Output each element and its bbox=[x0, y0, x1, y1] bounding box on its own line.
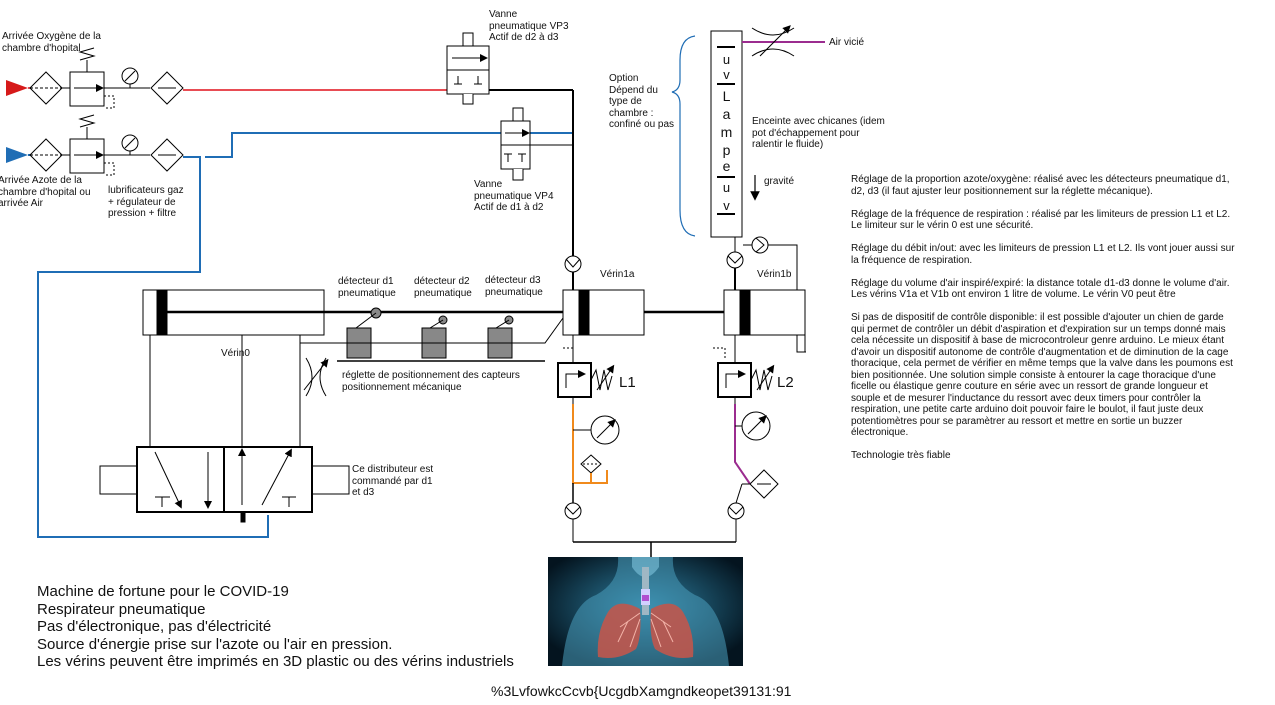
lamp-letter: m bbox=[720, 124, 733, 140]
valve-vp3-label: Vanne pneumatique VP3 Actif de d2 à d3 bbox=[489, 9, 569, 43]
lungs-icon bbox=[548, 557, 743, 666]
valve-vp3 bbox=[446, 32, 573, 105]
note-paragraph: Réglage du débit in/out: avec les limite… bbox=[851, 243, 1235, 266]
cylinder-verin1b bbox=[723, 289, 806, 336]
air-vicie-label: Air vicié bbox=[829, 37, 865, 48]
lamp-letter: u bbox=[722, 180, 731, 195]
note-paragraph: Réglage de la fréquence de respiration :… bbox=[851, 208, 1231, 232]
nitrogen-inlet-arrow-icon bbox=[6, 147, 28, 163]
note-paragraph: Réglage du volume d'air inspiré/expiré: … bbox=[851, 277, 1230, 301]
lamp-letter: v bbox=[723, 67, 730, 82]
oxygen-inlet-arrow-icon bbox=[6, 80, 28, 96]
summary-text: Machine de fortune pour le COVID-19 Resp… bbox=[37, 583, 514, 670]
check-valve-l2 bbox=[727, 502, 745, 542]
pressure-limiter-l1 bbox=[557, 335, 615, 404]
gravity-label: gravité bbox=[764, 176, 795, 187]
lungs-illustration bbox=[548, 557, 743, 666]
verin1a-label: Vérin1a bbox=[600, 269, 635, 280]
distributor-label: Ce distributeur est commandé par d1 et d… bbox=[352, 464, 434, 498]
l2-label: L2 bbox=[777, 374, 794, 391]
pressure-limiter-l2 bbox=[713, 335, 775, 404]
check-valve-l1 bbox=[564, 483, 582, 542]
lamp-letter: L bbox=[722, 88, 731, 104]
gauge-l1 bbox=[573, 415, 620, 445]
verin0-safety-limiter bbox=[299, 335, 329, 447]
detector-d3-label: détecteur d3 pneumatique bbox=[485, 275, 543, 298]
exhaust-check-valves bbox=[726, 236, 806, 353]
main-distributor bbox=[99, 446, 350, 523]
drain-l1 bbox=[580, 454, 602, 483]
gauge-l2 bbox=[735, 411, 771, 441]
verin0-label: Vérin0 bbox=[221, 348, 250, 359]
filter-l2 bbox=[735, 469, 779, 504]
detector-d2 bbox=[421, 315, 448, 359]
lamp-letter: u bbox=[722, 52, 731, 67]
note-paragraph: Technologie très fiable bbox=[851, 450, 951, 461]
lamp-letter: p bbox=[722, 142, 731, 158]
detector-d1-label: détecteur d1 pneumatique bbox=[338, 276, 396, 299]
l1-label: L1 bbox=[619, 374, 636, 391]
detector-d3 bbox=[487, 315, 514, 359]
lamp-letter: e bbox=[722, 158, 731, 174]
option-brace bbox=[671, 35, 696, 237]
valve-vp4-label: Vanne pneumatique VP4 Actif de d1 à d2 bbox=[474, 179, 554, 213]
lamp-letter: v bbox=[723, 198, 730, 213]
oxygen-inlet-label: Arrivée Oxygène de la chambre d'hopital bbox=[2, 31, 101, 54]
nitrogen-filter-unit bbox=[29, 114, 184, 176]
valve-vp4 bbox=[500, 107, 573, 181]
lamp-letter: a bbox=[722, 106, 731, 122]
uv-lamp-column bbox=[710, 30, 743, 238]
verin1b-return-line bbox=[797, 335, 806, 353]
option-label: Option Dépend du type de chambre : confi… bbox=[609, 73, 675, 130]
purple-line bbox=[734, 404, 751, 485]
nitrogen-inlet-label: Arrivée Azote de la chambre d'hopital ou… bbox=[0, 175, 91, 209]
notes-panel: Réglage de la proportion azote/oxygène: … bbox=[851, 174, 1236, 473]
verin1b-label: Vérin1b bbox=[757, 269, 792, 280]
reglette-label: réglette de positionnement des capteurs … bbox=[342, 370, 520, 393]
footer-code: %3LvfowkcCcvb{UcgdbXamgndkeopet39131:91 bbox=[491, 683, 792, 699]
detector-d2-label: détecteur d2 pneumatique bbox=[414, 276, 472, 299]
oxygen-filter-unit bbox=[29, 47, 184, 109]
detector-d1 bbox=[346, 307, 382, 359]
check-valve-feed bbox=[564, 255, 582, 273]
note-paragraph: Si pas de dispositif de contrôle disponi… bbox=[851, 312, 1233, 438]
distributor-to-verin1a-line bbox=[241, 317, 564, 447]
lubricators-label: lubrificateurs gaz + régulateur de press… bbox=[108, 185, 184, 219]
exhaust-throttle bbox=[742, 25, 825, 57]
note-paragraph: Réglage de la proportion azote/oxygène: … bbox=[851, 174, 1230, 197]
cylinder-verin1a bbox=[562, 289, 645, 336]
enclosure-label: Enceinte avec chicanes (idem pot d'échap… bbox=[752, 116, 885, 150]
